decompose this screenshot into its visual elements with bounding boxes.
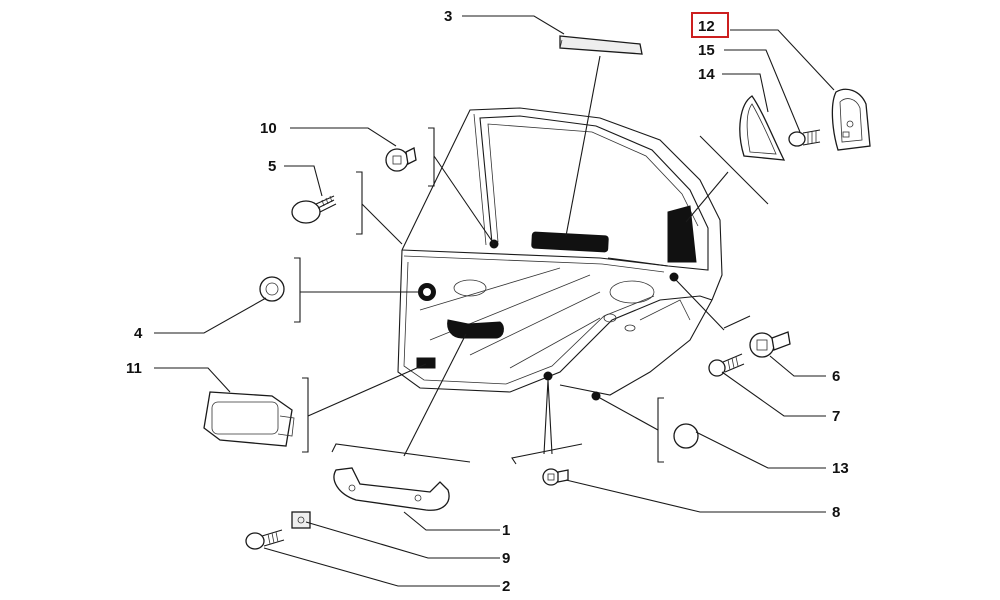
part-2-screw xyxy=(245,529,285,550)
label-7: 7 xyxy=(832,408,840,425)
part-6-push-rivet xyxy=(749,331,791,358)
part-labels: 3 10 5 4 11 1 9 2 8 13 7 6 14 15 12 xyxy=(126,8,849,595)
part-15-screw xyxy=(788,129,821,147)
label-12: 12 xyxy=(698,18,715,35)
bracket-marks xyxy=(294,127,769,465)
part-8-clip xyxy=(542,468,569,486)
leader-lines xyxy=(154,15,835,587)
label-4: 4 xyxy=(134,325,143,342)
label-9: 9 xyxy=(502,550,510,567)
label-10: 10 xyxy=(260,120,277,137)
label-13: 13 xyxy=(832,460,849,477)
part-11-courtesy-light xyxy=(203,391,295,447)
part-5-push-pin xyxy=(291,195,337,224)
part-12-corner-bracket xyxy=(831,88,871,151)
label-5: 5 xyxy=(268,158,276,175)
part-1-grab-handle xyxy=(333,467,450,511)
part-4-grommet xyxy=(259,276,285,302)
label-2: 2 xyxy=(502,578,510,595)
part-13-o-ring xyxy=(673,423,699,449)
part-9-nut-clip xyxy=(291,511,311,529)
highlight-box-label-12 xyxy=(691,12,729,38)
part-14-triangle-trim xyxy=(739,95,786,161)
label-15: 15 xyxy=(698,42,715,59)
label-1: 1 xyxy=(502,522,510,539)
label-6: 6 xyxy=(832,368,840,385)
part-10-clip xyxy=(385,147,417,172)
label-8: 8 xyxy=(832,504,840,521)
rear-door xyxy=(397,107,723,401)
part-7-bolt xyxy=(708,353,745,377)
part-3-sealing-strip xyxy=(559,35,643,55)
label-14: 14 xyxy=(698,66,715,83)
label-11: 11 xyxy=(126,360,142,377)
label-3: 3 xyxy=(444,8,452,25)
